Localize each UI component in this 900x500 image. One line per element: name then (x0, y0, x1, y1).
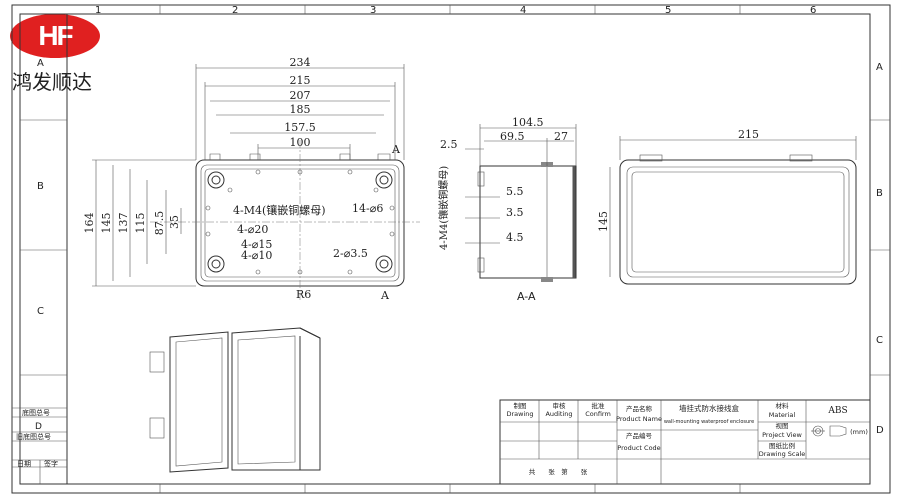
grid-col-6: 6 (810, 5, 816, 16)
grid-col-5: 5 (665, 5, 671, 16)
dim-width-100: 100 (290, 136, 311, 149)
dim-height-164: 164 (83, 213, 96, 234)
front-view: 234 215 207 185 157.5 100 164 145 137 11… (83, 56, 420, 302)
grid-row-b-right: B (876, 188, 883, 199)
dim-height-145: 145 (100, 213, 113, 234)
old-base-drawing-no-label: 旧底图总号 (16, 432, 51, 441)
view-cn: 视图 (776, 421, 789, 430)
dim-depth-69-5: 69.5 (500, 130, 525, 143)
material-en: Material (769, 411, 796, 419)
product-code-en: Product Code (617, 444, 660, 452)
product-name-cn: 产品名称 (626, 404, 653, 413)
auditing-cn: 审核 (553, 401, 567, 410)
dim-depth-104-5: 104.5 (512, 116, 544, 129)
section-mark-bottom: A (380, 289, 390, 302)
grid-row-a: A (37, 58, 44, 69)
side-view: 215 145 (597, 128, 857, 285)
grid-row-d-right: D (876, 425, 884, 436)
product-title-en: wall-mounting waterproof enclosure (664, 419, 754, 425)
dim-height-115: 115 (134, 213, 147, 234)
grid-col-4: 4 (520, 5, 526, 16)
outer-frame (11, 4, 891, 494)
grid-col-1: 1 (95, 5, 101, 16)
dim-width-185: 185 (290, 103, 311, 116)
projection-symbol (811, 425, 847, 437)
note-d20: 4-⌀20 (237, 223, 268, 236)
dim-width-207: 207 (290, 89, 311, 102)
unit-label: (mm) (850, 428, 868, 436)
scale-en: Drawing Scale (759, 450, 806, 458)
dim-height-137: 137 (117, 213, 130, 234)
product-name-en: Product Name (616, 415, 662, 423)
note-d10: 4-⌀10 (241, 249, 272, 262)
grid-row-c: C (37, 306, 44, 317)
section-mark-top: A (391, 143, 401, 156)
dim-height-87-5: 87.5 (153, 211, 166, 236)
grid-col-2: 2 (232, 5, 238, 16)
note-14-holes: 14-⌀6 (352, 202, 383, 215)
dim-depth-27: 27 (554, 130, 568, 143)
auditing-en: Auditing (545, 410, 572, 418)
dim-5-5: 5.5 (506, 185, 524, 198)
dim-2-5: 2.5 (440, 138, 458, 151)
scale-cn: 图纸比例 (769, 441, 795, 450)
side-height-145: 145 (597, 211, 610, 232)
title-block: 制图 Drawing 审核 Auditing 批准 Confirm 产品名称 P… (499, 399, 871, 485)
section-label: A-A (517, 290, 536, 303)
dim-width-215: 215 (290, 74, 311, 87)
signature-label: 签字 (44, 459, 58, 468)
grid-row-c-right: C (876, 335, 883, 346)
inner-frame (19, 13, 871, 485)
grid-row-a-right: A (876, 62, 883, 73)
grid-row-b: B (37, 181, 44, 192)
product-code-cn: 产品编号 (626, 431, 653, 440)
note-r6: R6 (296, 288, 311, 301)
dim-height-35: 35 (168, 215, 181, 229)
note-m4-nuts: 4-M4(镶嵌铜螺母) (233, 203, 326, 217)
drawing-en: Drawing (506, 410, 533, 418)
dim-width-234: 234 (290, 56, 311, 69)
note-d15: 4-⌀15 (241, 238, 272, 251)
left-block-d: D (35, 422, 42, 432)
date-label: 日期 (17, 460, 31, 468)
brand-logo: HF (10, 14, 100, 58)
dim-4-5: 4.5 (506, 231, 524, 244)
material-cn: 材料 (776, 401, 790, 410)
material-value: ABS (827, 406, 847, 416)
section-view: 104.5 69.5 27 2.5 5.5 3.5 4.5 4-M4(镶嵌铜螺母… (437, 116, 577, 303)
base-drawing-no-label: 底图总号 (22, 408, 50, 417)
sheet-count: 共 张 第 张 (529, 467, 588, 476)
product-title-cn: 墙挂式防水接线盒 (679, 403, 739, 413)
dim-3-5: 3.5 (506, 206, 524, 219)
dim-width-157-5: 157.5 (284, 121, 316, 134)
confirm-cn: 批准 (592, 401, 606, 410)
drawing-cn: 制图 (514, 401, 527, 410)
view-en: Project View (762, 431, 802, 439)
confirm-en: Confirm (585, 410, 611, 418)
section-note-m4: 4-M4(镶嵌铜螺母) (437, 166, 450, 250)
isometric-view (149, 327, 321, 473)
side-width-215: 215 (738, 128, 759, 141)
grid-col-3: 3 (370, 5, 376, 16)
brand-name: 鸿发顺达 (12, 70, 92, 94)
note-d3-5: 2-⌀3.5 (333, 247, 368, 260)
